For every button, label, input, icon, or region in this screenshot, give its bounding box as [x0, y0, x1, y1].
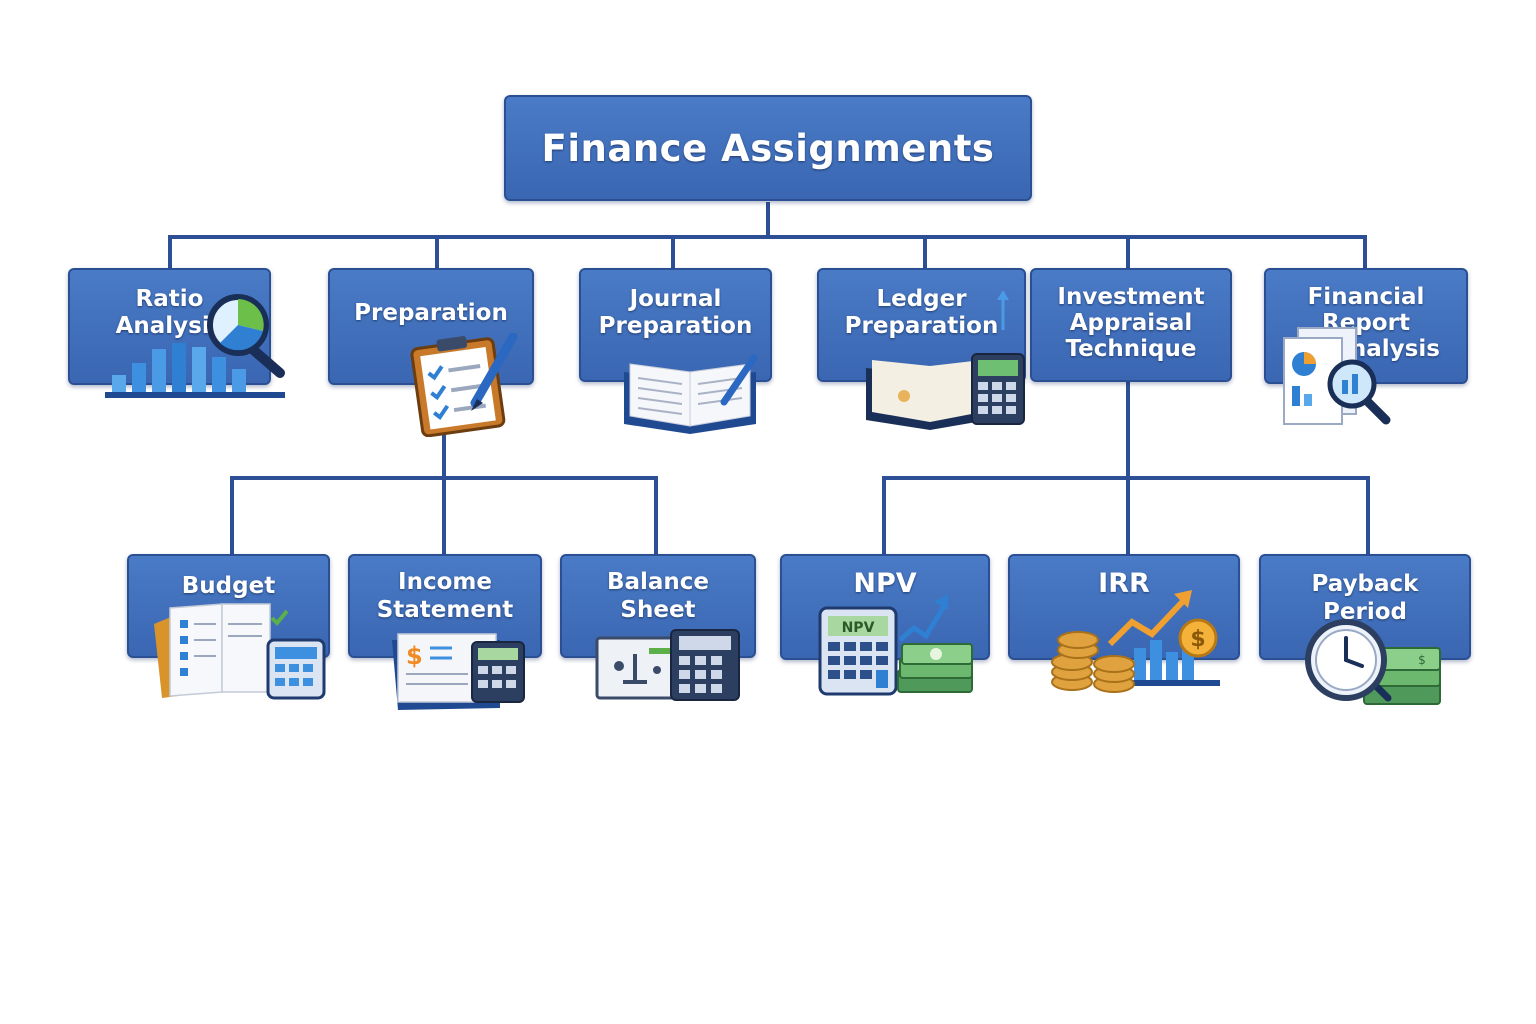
- balance-sheet-calculator-icon: [595, 629, 740, 701]
- node-label-line: Payback: [1311, 571, 1419, 597]
- node-label-line: Ledger: [876, 286, 967, 312]
- root-node: Finance Assignments: [504, 95, 1032, 201]
- node-label-line: Analysis: [115, 313, 224, 339]
- node-label-line: Preparation: [844, 313, 999, 339]
- node-journal-preparation: Journal Preparation: [579, 268, 772, 382]
- node-label-line: Journal: [629, 286, 722, 312]
- cash-dollar-text: $: [1418, 653, 1426, 667]
- node-label-line: Financial: [1307, 284, 1425, 310]
- npv-screen-text: NPV: [842, 620, 875, 636]
- node-income-statement: Income Statement: [348, 554, 542, 658]
- dollar-sign-text: $: [406, 642, 423, 670]
- report-magnifier-icon: [1283, 327, 1391, 425]
- node-ledger-preparation: Ledger Preparation: [817, 268, 1026, 382]
- node-label-line: Appraisal: [1069, 310, 1193, 336]
- node-label-line: Preparation: [598, 313, 753, 339]
- node-label-line: Ratio: [135, 286, 204, 312]
- budget-book-calculator-icon: [154, 603, 326, 700]
- node-label-line: Budget: [181, 573, 276, 599]
- coin-dollar-text: $: [1190, 627, 1205, 652]
- node-label-line: Sheet: [620, 597, 696, 623]
- bar-chart-magnifier-icon: [105, 294, 285, 398]
- node-label-line: Preparation: [354, 300, 508, 326]
- clipboard-checklist-icon: [410, 333, 518, 437]
- node-investment-appraisal: Investment Appraisal Technique: [1030, 268, 1232, 382]
- node-label-line: NPV: [853, 568, 917, 599]
- node-label-line: Technique: [1065, 336, 1197, 362]
- npv-calculator-cash-icon: NPV: [818, 594, 973, 696]
- node-label-line: IRR: [1098, 568, 1150, 599]
- node-label-line: Statement: [376, 597, 514, 623]
- statement-calculator-icon: $: [392, 633, 525, 710]
- node-label-line: Investment: [1057, 284, 1205, 310]
- clock-cash-icon: $: [1305, 619, 1441, 705]
- open-book-pen-icon: [624, 354, 758, 434]
- root-title: Finance Assignments: [541, 126, 995, 170]
- node-payback-period: Payback Period: [1259, 554, 1471, 660]
- coins-growth-chart-icon: $: [1051, 590, 1220, 693]
- node-label-line: Balance: [606, 569, 710, 595]
- node-label-line: Income: [398, 569, 492, 595]
- ledger-calculator-icon: [866, 290, 1025, 430]
